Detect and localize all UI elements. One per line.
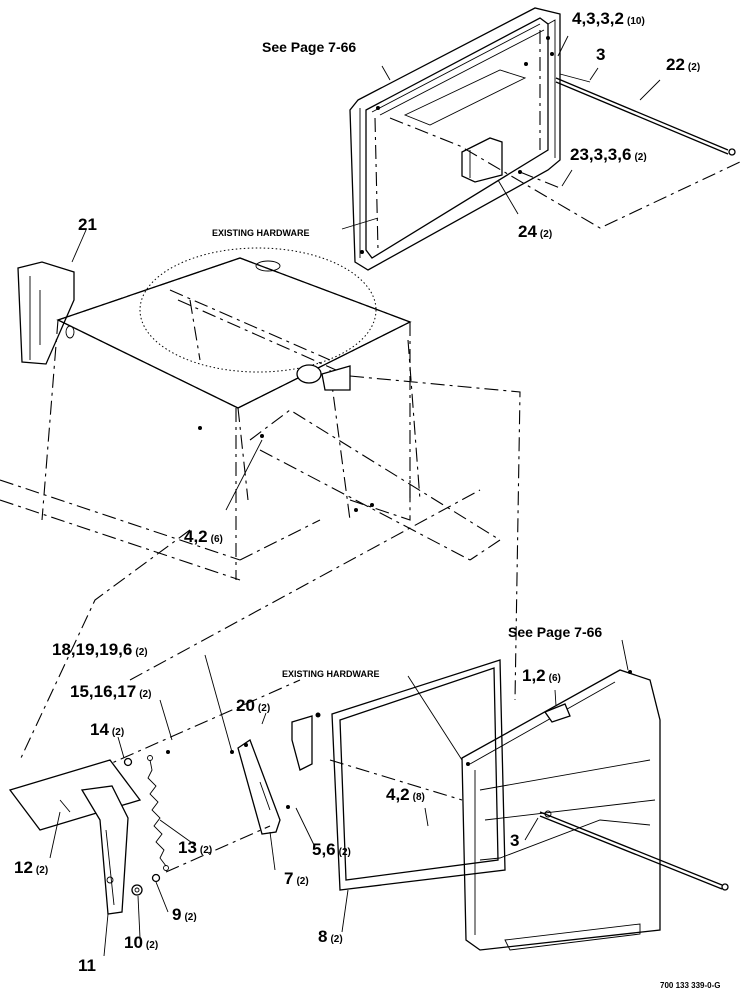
callout-22: 22(2) (666, 55, 700, 74)
callout-4-2-eight: 4,2(8) (386, 785, 425, 804)
page-ref-top: See Page 7-66 (262, 39, 356, 55)
existing-hardware-bottom: EXISTING HARDWARE (282, 669, 380, 679)
callout-13: 13(2) (178, 838, 212, 857)
callout-8: 8(2) (318, 927, 343, 946)
callout-3-top: 3 (596, 45, 605, 64)
rod-22 (555, 73, 736, 156)
spring-13 (147, 755, 169, 871)
callout-12: 12(2) (14, 858, 48, 877)
callout-5-6: 5,6(2) (312, 840, 351, 859)
lower-rod (539, 810, 729, 891)
leader-lines (49, 35, 661, 957)
callout-7: 7(2) (284, 869, 309, 888)
callout-15-16-17: 15,16,17(2) (70, 682, 151, 701)
callout-20: 20(2) (236, 696, 270, 715)
figure-number: 700 133 339-0-G (660, 981, 721, 990)
lower-door-panel (461, 669, 661, 951)
bracket-21 (17, 261, 75, 365)
callout-9: 9(2) (172, 905, 197, 924)
page-ref-right: See Page 7-66 (508, 624, 602, 640)
callout-3-bottom: 3 (510, 831, 519, 850)
upper-door-panel (349, 7, 561, 271)
callout-10: 10(2) (124, 933, 158, 952)
callout-23-3-3-6: 23,3,3,6(2) (570, 145, 647, 164)
callout-21: 21 (78, 215, 97, 234)
callout-1-2: 1,2(6) (522, 666, 561, 685)
bracket-24 (461, 137, 503, 183)
callout-14: 14(2) (90, 720, 124, 739)
arm-7 (237, 739, 281, 835)
bracket-20 (291, 712, 321, 771)
enclosure-hood (0, 247, 502, 581)
callout-11: 11 (78, 956, 96, 975)
bracket-11 (80, 785, 129, 915)
seal-frame-8 (331, 659, 506, 891)
plate-12 (8, 759, 142, 831)
callout-18-19-19-6: 18,19,19,6(2) (52, 640, 148, 659)
callout-24: 24(2) (518, 222, 552, 241)
callout-4-3-3-2: 4,3,3,2(10) (572, 9, 645, 28)
existing-hardware-top: EXISTING HARDWARE (212, 228, 310, 238)
callout-4-2-six: 4,2(6) (184, 527, 223, 546)
